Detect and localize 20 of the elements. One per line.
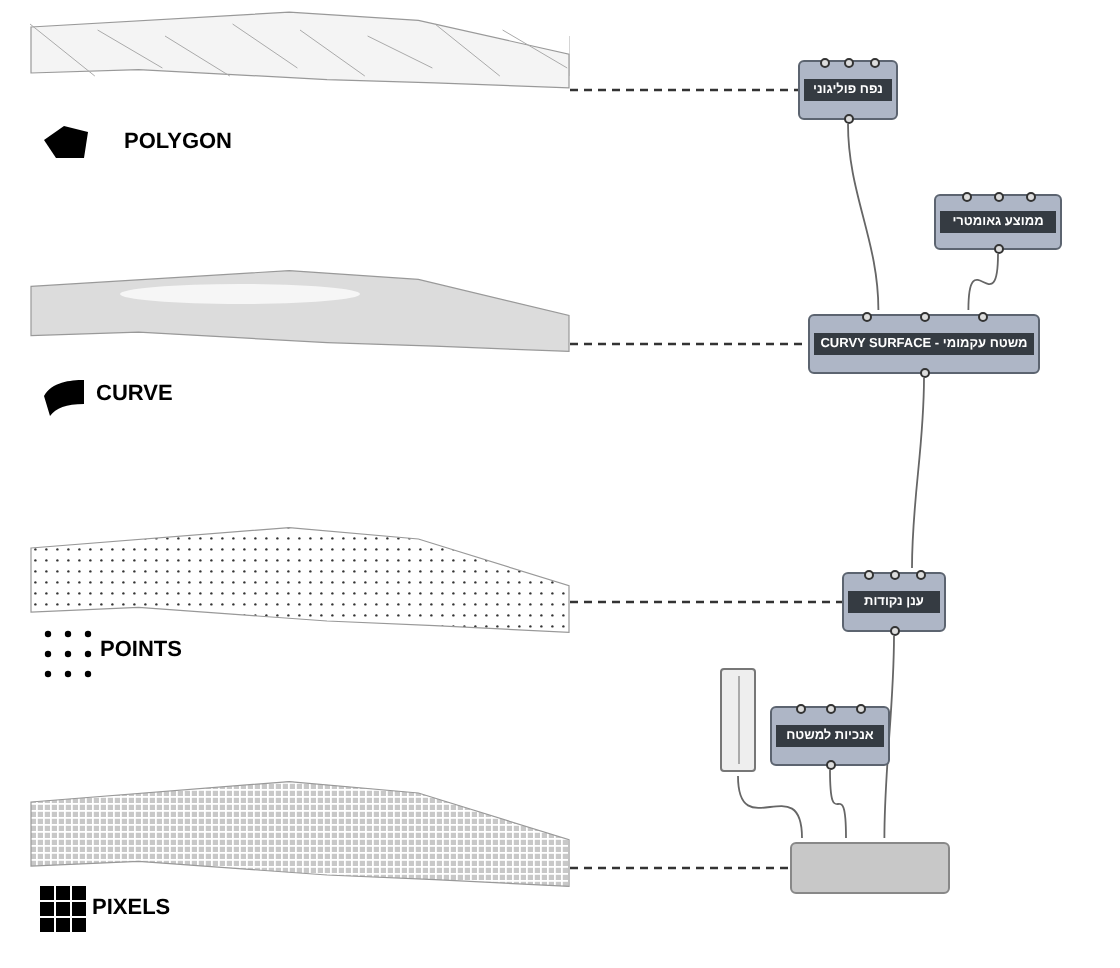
shape-label: CURVE	[96, 382, 173, 406]
component-box	[934, 194, 1062, 250]
shape-label: POINTS	[100, 638, 182, 662]
wire	[967, 253, 999, 311]
slider-box	[720, 668, 756, 772]
component-box	[790, 842, 950, 894]
wire	[911, 377, 925, 569]
dashed-connector	[570, 866, 790, 870]
dashed-connector	[570, 600, 842, 604]
shape-label: POLYGON	[124, 130, 232, 154]
component-box	[770, 706, 890, 766]
component-box	[842, 572, 946, 632]
wire	[847, 123, 880, 311]
dashed-connector	[570, 342, 808, 346]
shape-label: PIXELS	[92, 896, 171, 920]
component-box	[808, 314, 1040, 374]
component-box	[798, 60, 898, 120]
wire	[829, 769, 847, 839]
dashed-connector	[570, 88, 798, 92]
wire	[737, 775, 803, 839]
